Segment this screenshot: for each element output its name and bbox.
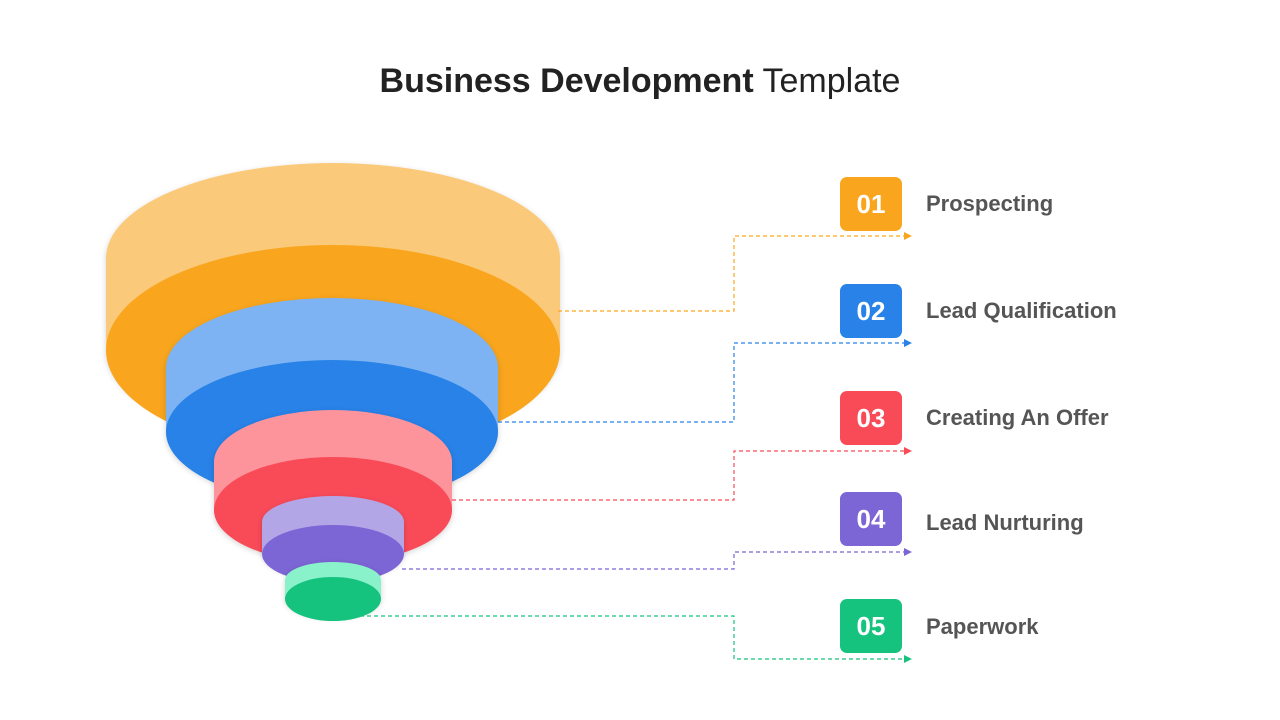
step-badge-1: 01 xyxy=(840,177,902,231)
connector-4 xyxy=(402,552,906,569)
step-label-5: Paperwork xyxy=(926,600,1039,654)
connector-3 xyxy=(452,451,906,500)
connector-5 xyxy=(360,616,906,659)
step-badge-2: 02 xyxy=(840,284,902,338)
funnel-layer-5 xyxy=(285,562,381,621)
step-label-4: Lead Nurturing xyxy=(926,496,1084,550)
step-label-1: Prospecting xyxy=(926,177,1053,231)
step-label-3: Creating An Offer xyxy=(926,391,1109,445)
arrowhead-5 xyxy=(904,655,912,663)
arrowhead-2 xyxy=(904,339,912,347)
arrowhead-4 xyxy=(904,548,912,556)
step-badge-3: 03 xyxy=(840,391,902,445)
arrowhead-1 xyxy=(904,232,912,240)
step-badge-5: 05 xyxy=(840,599,902,653)
arrowhead-3 xyxy=(904,447,912,455)
step-label-2: Lead Qualification xyxy=(926,284,1117,338)
step-badge-4: 04 xyxy=(840,492,902,546)
